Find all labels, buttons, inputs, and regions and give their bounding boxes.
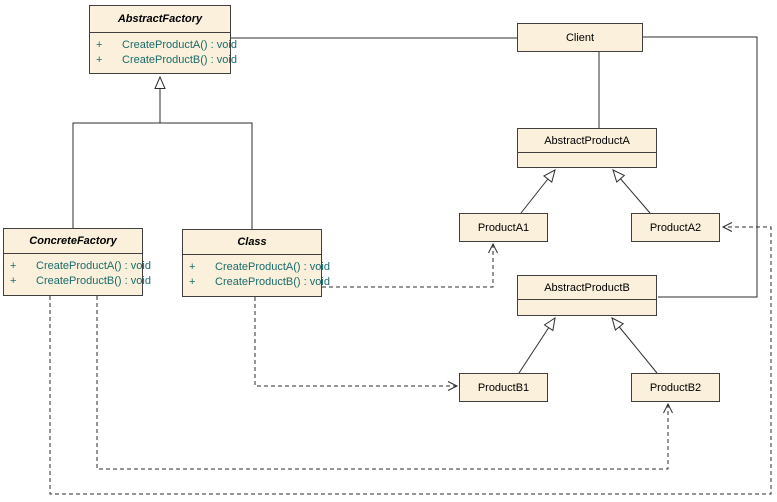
class-box-producta1[interactable]: ProductA1 [459,213,548,242]
generalization-producta2-abstractproducta[interactable] [612,169,651,214]
association-client-abstractproductb[interactable] [643,36,758,298]
class-name-producta2: ProductA2 [649,221,702,234]
method-row: + CreateProductA() : void [10,259,151,274]
class-name-productb1: ProductB1 [477,381,530,394]
dependency-class-producta1[interactable] [322,242,498,288]
visibility-marker: + [10,275,17,287]
method-signature: CreateProductA() : void [215,261,330,273]
dependency-concretefactory-producta2[interactable] [49,222,772,495]
method-signature: CreateProductA() : void [122,39,237,51]
generalization-branch-factories[interactable] [72,122,253,229]
class-box-abstractproductb[interactable]: AbstractProductB [517,275,657,316]
class-box-abstractfactory[interactable]: AbstractFactory + CreateProductA() : voi… [89,5,237,74]
class-box-concretefactory[interactable]: ConcreteFactory + CreateProductA() : voi… [3,228,151,296]
class-box-productb2[interactable]: ProductB2 [631,373,720,402]
dependency-concretefactory-productb2[interactable] [96,296,673,470]
generalization-productb2-abstractproductb[interactable] [611,317,658,374]
method-row: + CreateProductB() : void [10,274,151,289]
visibility-marker: + [96,39,103,51]
visibility-marker: + [96,54,103,66]
generalization-productb1-abstractproductb[interactable] [518,316,556,374]
method-signature: CreateProductA() : void [36,260,151,272]
visibility-marker: + [189,261,196,273]
class-name-class: Class [183,230,321,255]
method-signature: CreateProductB() : void [36,275,151,287]
class-name-abstractproducta: AbstractProductA [518,129,656,153]
method-row: + CreateProductA() : void [96,38,237,53]
class-box-class[interactable]: Class + CreateProductA() : void + Create… [182,229,330,297]
method-compartment: + CreateProductA() : void + CreateProduc… [90,33,237,68]
class-name-productb2: ProductB2 [649,381,702,394]
class-name-client: Client [565,31,595,44]
visibility-marker: + [189,276,196,288]
method-signature: CreateProductB() : void [122,54,237,66]
generalization-producta1-abstractproducta[interactable] [520,169,556,214]
class-box-abstractproducta[interactable]: AbstractProductA [517,128,657,168]
class-box-client[interactable]: Client [517,23,643,52]
method-row: + CreateProductB() : void [189,275,330,290]
method-row: + CreateProductB() : void [96,53,237,68]
method-compartment: + CreateProductA() : void + CreateProduc… [4,254,151,289]
class-name-abstractfactory: AbstractFactory [90,6,230,33]
method-row: + CreateProductA() : void [189,260,330,275]
visibility-marker: + [10,260,17,272]
method-signature: CreateProductB() : void [215,276,330,288]
dependency-class-productb1[interactable] [254,297,459,391]
class-box-productb1[interactable]: ProductB1 [459,373,548,402]
class-name-concretefactory: ConcreteFactory [4,229,142,254]
class-name-producta1: ProductA1 [477,221,530,234]
class-box-producta2[interactable]: ProductA2 [631,213,720,242]
class-name-abstractproductb: AbstractProductB [518,276,656,300]
method-compartment: + CreateProductA() : void + CreateProduc… [183,255,330,290]
